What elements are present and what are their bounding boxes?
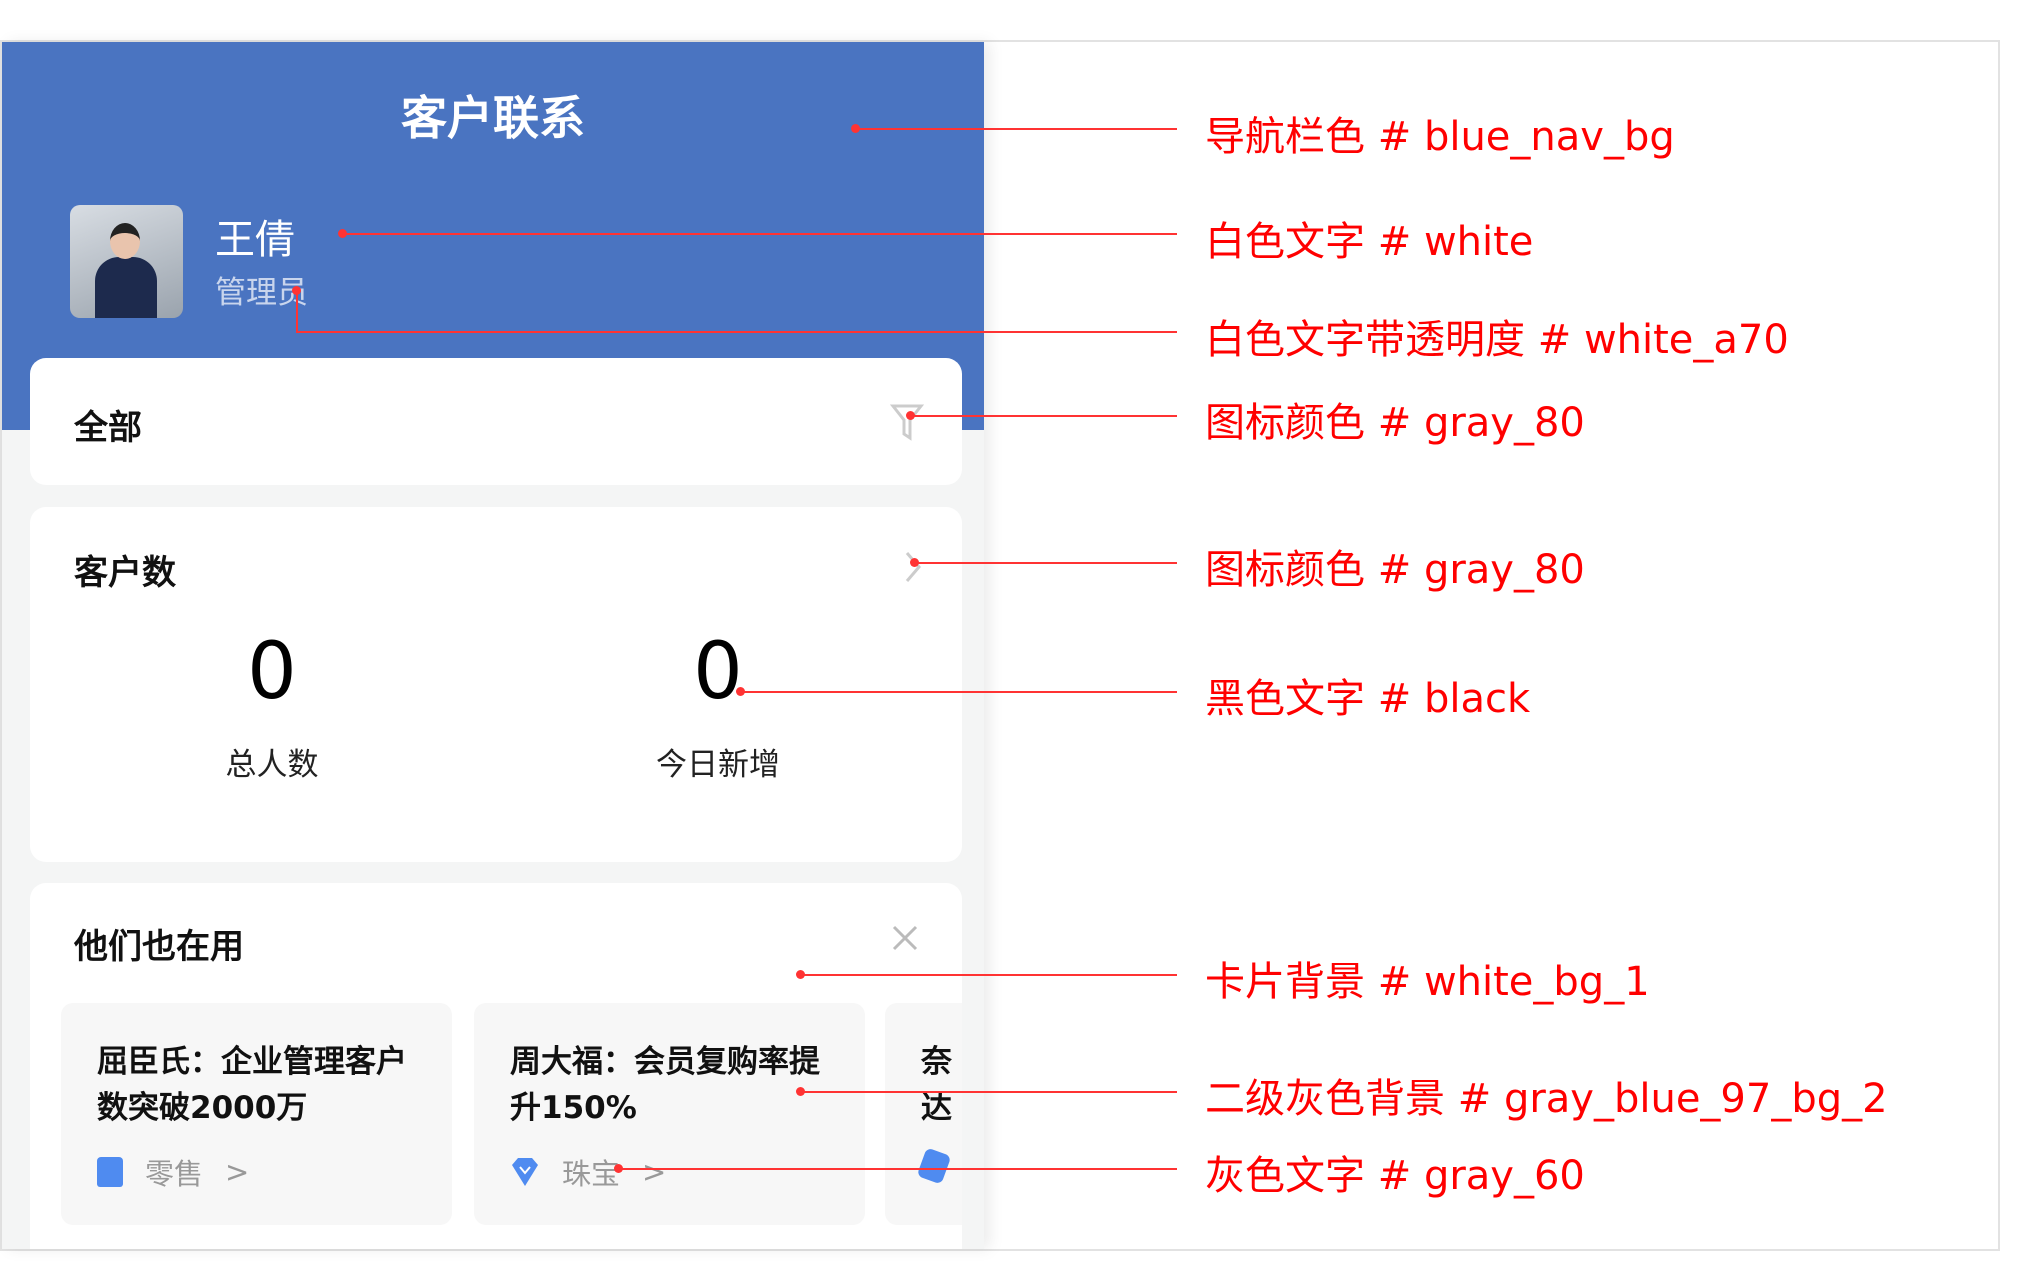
- annotation-line: [342, 233, 1177, 235]
- annotation-label: 图标颜色 # gray_80: [1205, 400, 1585, 446]
- diamond-icon: [512, 1158, 538, 1186]
- today-new-count: 0: [693, 627, 743, 717]
- total-label: 总人数: [225, 747, 319, 783]
- annotation-dot: [851, 124, 860, 133]
- annotation-dot: [906, 411, 915, 420]
- case-title: 奈达: [921, 1044, 952, 1126]
- annotation-line: [296, 290, 298, 333]
- filter-icon[interactable]: [890, 402, 924, 442]
- recommend-title: 他们也在用: [74, 927, 244, 967]
- case-card[interactable]: 屈臣氏：企业管理客户数突破2000万 零售 >: [61, 1003, 452, 1225]
- filter-label: 全部: [74, 408, 142, 448]
- annotation-dot: [292, 286, 301, 295]
- shopping-bag-icon: [97, 1157, 123, 1187]
- stats-title: 客户数: [74, 553, 176, 593]
- annotation-label: 黑色文字 # black: [1205, 676, 1531, 722]
- annotation-label: 导航栏色 # blue_nav_bg: [1205, 114, 1675, 160]
- today-new-label: 今日新增: [656, 747, 780, 783]
- annotation-label: 二级灰色背景 # gray_blue_97_bg_2: [1205, 1076, 1888, 1122]
- annotation-dot: [736, 687, 745, 696]
- case-title: 屈臣氏：企业管理客户数突破2000万: [97, 1044, 407, 1126]
- close-icon[interactable]: [890, 923, 920, 953]
- annotation-dot: [338, 229, 347, 238]
- case-title: 周大福：会员复购率提升150%: [510, 1044, 820, 1126]
- annotation-line: [800, 974, 1177, 976]
- annotation-dot: [796, 970, 805, 979]
- case-card[interactable]: 周大福：会员复购率提升150% 珠宝 >: [474, 1003, 865, 1225]
- chevron-right-icon[interactable]: [902, 549, 924, 585]
- annotation-line: [618, 1168, 1177, 1170]
- avatar[interactable]: [70, 205, 183, 318]
- customer-stats-card: 客户数 0 总人数 0 今日新增: [30, 507, 962, 862]
- user-name: 王倩: [215, 217, 295, 263]
- avatar-head: [110, 223, 140, 259]
- annotation-label: 图标颜色 # gray_80: [1205, 547, 1585, 593]
- case-card[interactable]: 奈达: [885, 1003, 962, 1225]
- phone-screen: 客户联系 王倩 管理员 全部 客户数 0 总人数 0 今日新增 他们也在用 屈臣…: [2, 42, 984, 1249]
- case-tag[interactable]: [916, 1147, 952, 1185]
- filter-card[interactable]: 全部: [30, 358, 962, 485]
- tag-arrow: >: [225, 1155, 250, 1189]
- annotation-dot: [614, 1164, 623, 1173]
- annotation-label: 白色文字带透明度 # white_a70: [1205, 317, 1789, 363]
- annotation-line: [740, 691, 1177, 693]
- total-count: 0: [247, 627, 297, 717]
- case-tag[interactable]: 珠宝 >: [510, 1151, 666, 1193]
- annotation-dot: [910, 558, 919, 567]
- annotation-line: [910, 415, 1177, 417]
- annotation-line: [914, 562, 1177, 564]
- annotation-line: [296, 331, 1177, 333]
- annotation-label: 卡片背景 # white_bg_1: [1205, 959, 1650, 1005]
- annotation-line: [855, 128, 1177, 130]
- page-title: 客户联系: [401, 91, 585, 145]
- case-tag[interactable]: 零售 >: [97, 1151, 249, 1193]
- annotation-label: 灰色文字 # gray_60: [1205, 1153, 1585, 1199]
- tag-label: 零售: [145, 1157, 204, 1191]
- annotation-dot: [796, 1087, 805, 1096]
- tag-arrow: >: [642, 1155, 667, 1189]
- annotation-line: [800, 1091, 1177, 1093]
- handshake-icon: [916, 1147, 952, 1185]
- recommend-card: 他们也在用 屈臣氏：企业管理客户数突破2000万 零售 > 周大福：会员复购率提…: [30, 883, 962, 1249]
- annotation-label: 白色文字 # white: [1205, 219, 1534, 265]
- avatar-body: [95, 257, 157, 318]
- tag-label: 珠宝: [562, 1157, 621, 1191]
